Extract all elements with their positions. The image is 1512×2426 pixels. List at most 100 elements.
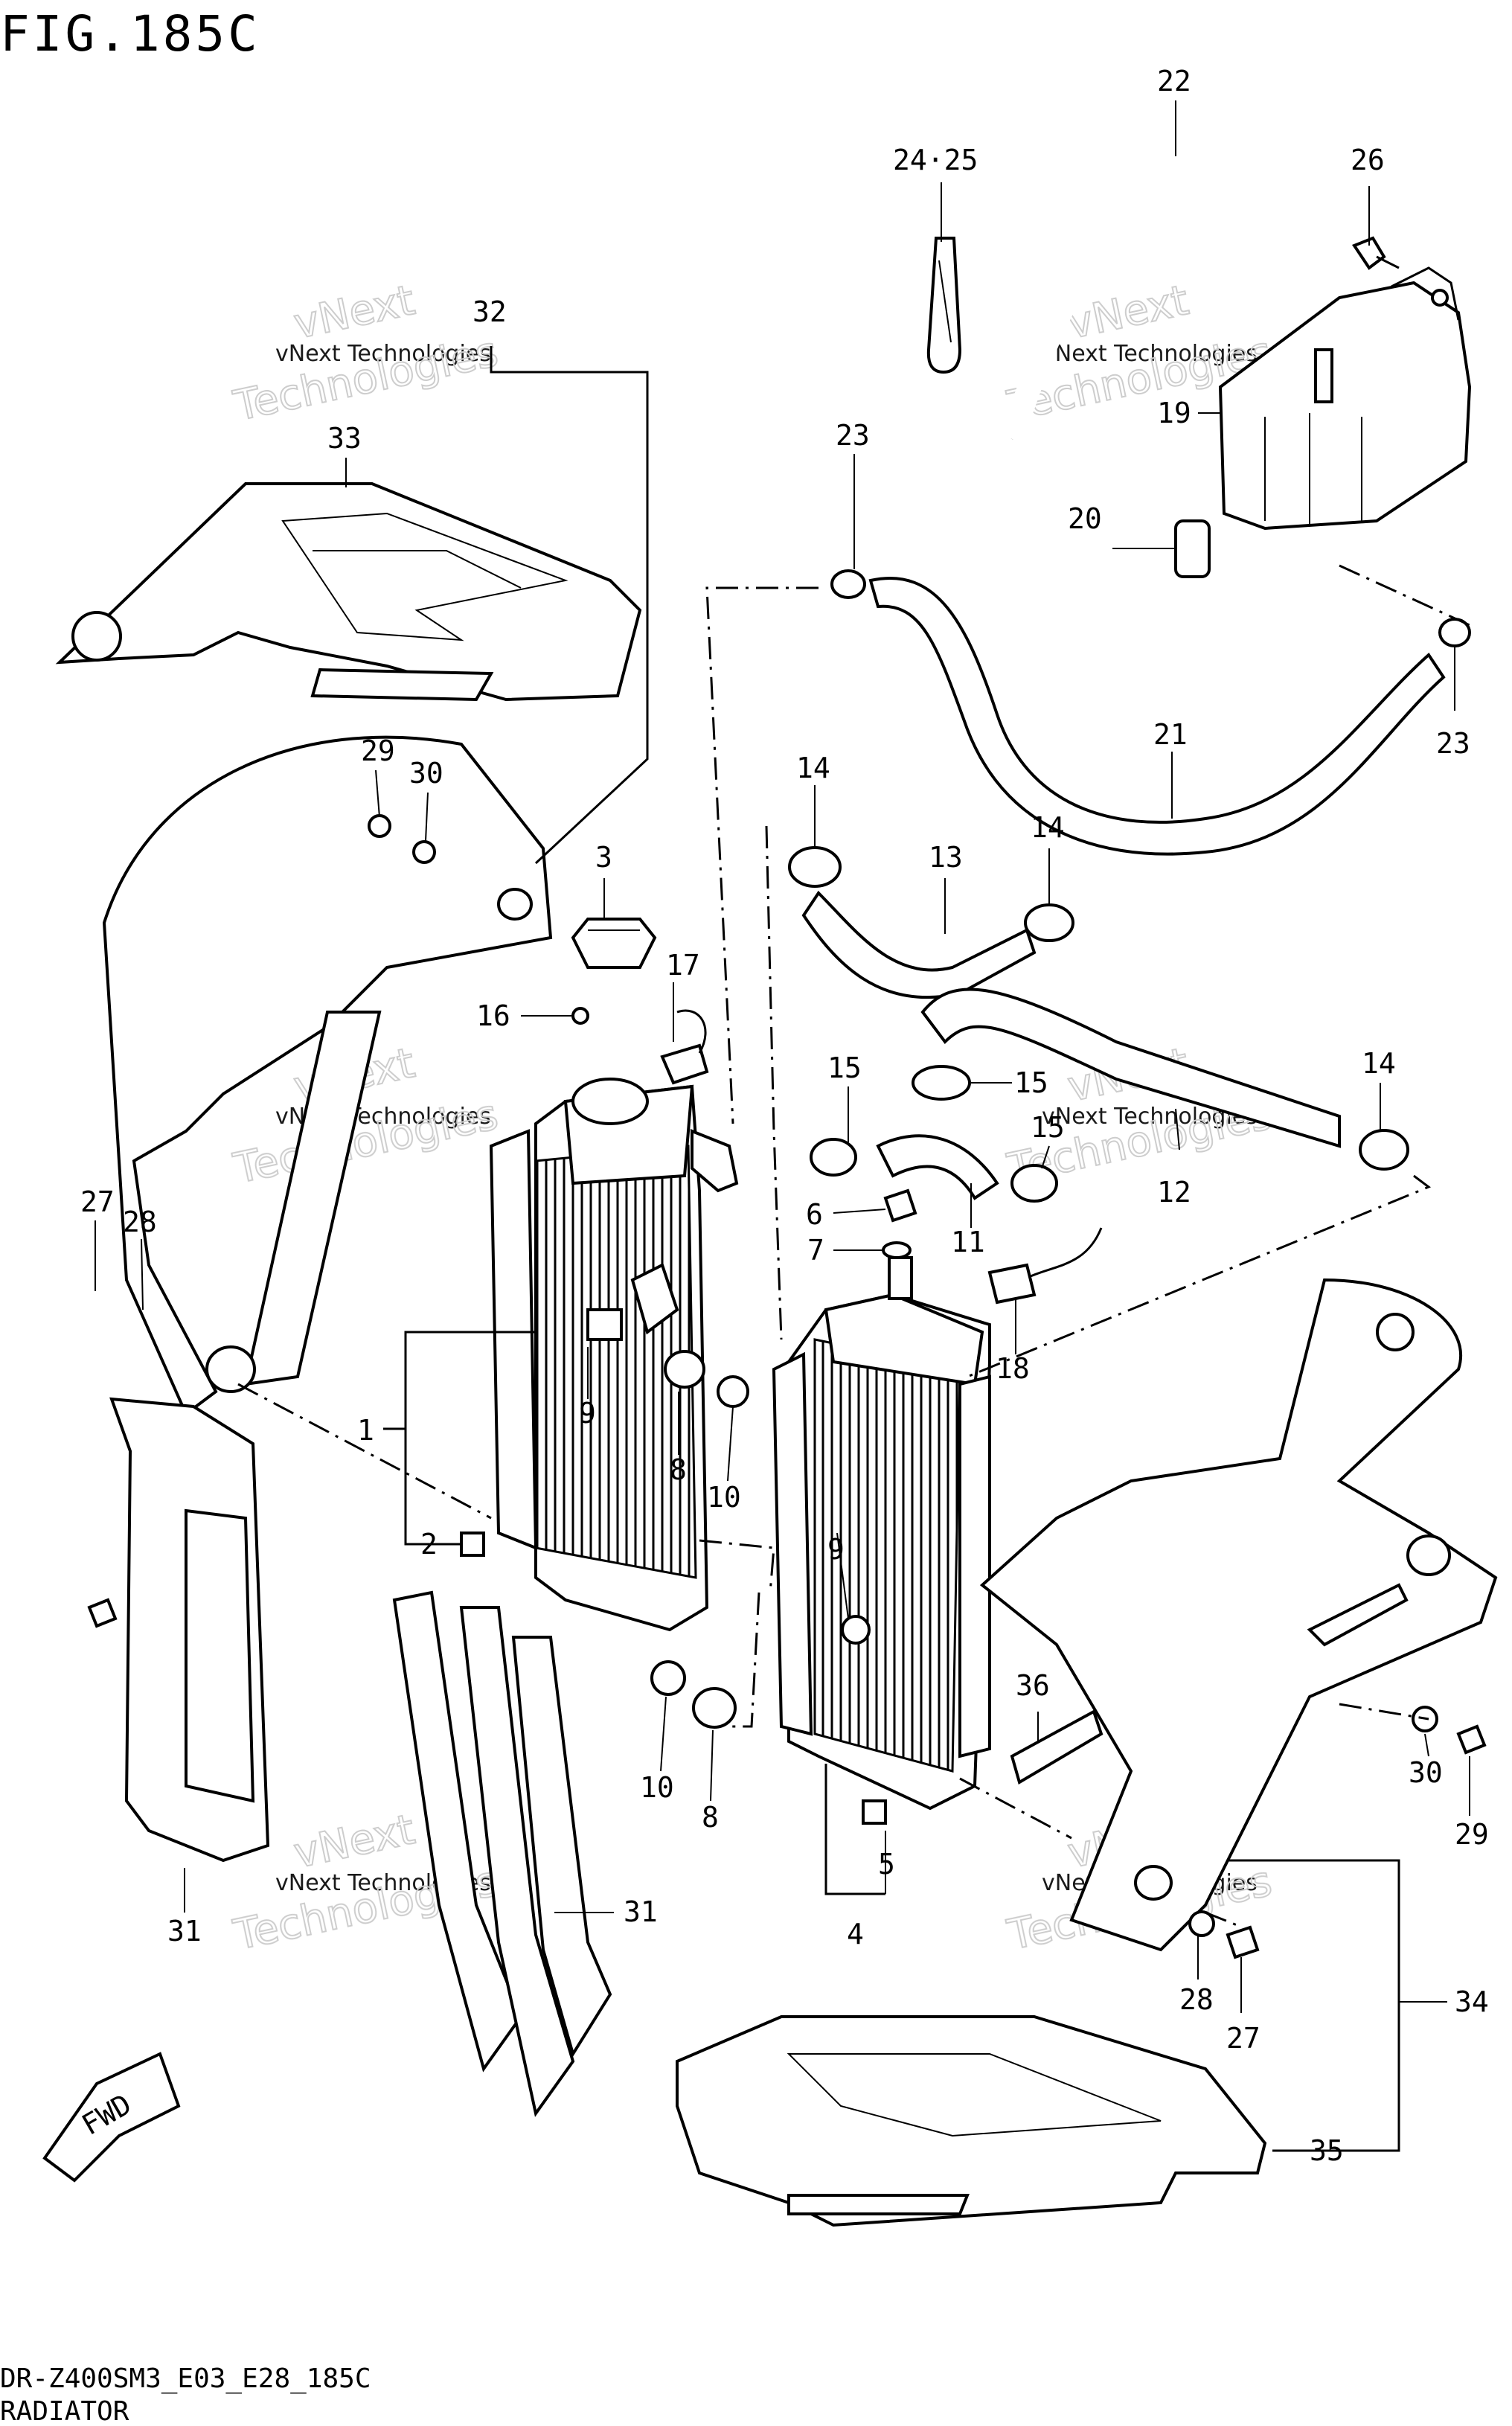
decal-logo-plate xyxy=(310,668,494,702)
leader-12 xyxy=(1175,1108,1180,1150)
right-collar-10 xyxy=(650,1660,686,1696)
hose-11 xyxy=(876,1134,999,1200)
callout-29a: 29 xyxy=(361,734,395,767)
decal-cutout xyxy=(71,611,122,662)
clamp-15-c xyxy=(1010,1164,1058,1203)
leader-30a xyxy=(425,792,429,842)
dash-lower-bracket xyxy=(729,1592,760,1728)
callout-24-25: 24·25 xyxy=(893,144,978,176)
hose-21 xyxy=(868,576,1446,856)
callout-23b: 23 xyxy=(1436,727,1470,760)
washer-30-upper xyxy=(412,840,436,864)
left-shroud-brace xyxy=(243,1011,382,1386)
callout-26: 26 xyxy=(1351,144,1385,176)
left-bolt-9 xyxy=(586,1308,623,1341)
dash-damper xyxy=(237,1383,492,1520)
leader-8b xyxy=(710,1729,714,1802)
clamp-14-c xyxy=(1359,1129,1409,1171)
leader-9b xyxy=(836,1532,849,1619)
leader-28a xyxy=(141,1238,144,1310)
callout-8a: 8 xyxy=(670,1453,687,1486)
clamp-14-a xyxy=(788,846,842,888)
dash-upper-hose xyxy=(765,825,783,1340)
callout-1: 1 xyxy=(357,1414,374,1447)
callout-32: 32 xyxy=(472,295,507,328)
callout-8b: 8 xyxy=(702,1801,719,1834)
watermark-big-9: vNext xyxy=(289,1805,419,1878)
dash-right-bolt xyxy=(1339,1703,1429,1721)
section-name: RADIATOR xyxy=(0,2396,129,2426)
watermark-text-2: vNext Technologies xyxy=(1042,341,1258,367)
figure-title: FIG.185C xyxy=(0,5,260,63)
callout-7: 7 xyxy=(807,1234,824,1267)
bolt-6 xyxy=(883,1188,917,1223)
sensor-18 xyxy=(987,1263,1037,1305)
right-shroud-frame xyxy=(979,1278,1498,1952)
right-decal-stripe xyxy=(787,2053,1162,2137)
leader-10a xyxy=(727,1406,734,1482)
strap-slot xyxy=(938,260,952,343)
sensor-17-wire xyxy=(676,1009,707,1054)
radiator-guard-left-inner xyxy=(185,1508,255,1803)
bolt-26-shank xyxy=(1376,255,1400,269)
callout-12: 12 xyxy=(1157,1176,1191,1209)
fwd-arrow xyxy=(42,2052,181,2183)
callout-22: 22 xyxy=(1157,65,1191,97)
right-decal-logo-plate xyxy=(787,2194,970,2215)
reservoir-filler-neck xyxy=(1314,348,1333,403)
callout-31a: 31 xyxy=(167,1915,202,1947)
callout-17: 17 xyxy=(666,949,700,982)
leader-10b xyxy=(660,1696,667,1772)
callout-20: 20 xyxy=(1068,502,1102,535)
callout-13: 13 xyxy=(929,841,963,874)
screw-16 xyxy=(571,1007,589,1025)
left-shroud-decal xyxy=(55,482,642,702)
left-collar-10 xyxy=(717,1375,749,1408)
callout-6: 6 xyxy=(806,1198,823,1231)
callout-14c: 14 xyxy=(1362,1047,1396,1080)
reservoir-bracket-hole xyxy=(1431,289,1449,307)
callout-2: 2 xyxy=(420,1528,438,1561)
right-shroud-grommet-mid xyxy=(1406,1534,1451,1576)
leader-32 xyxy=(490,346,649,865)
right-radiator-filler xyxy=(888,1256,913,1300)
dash-tank-to-clamp xyxy=(1339,564,1470,627)
callout-30a: 30 xyxy=(409,757,443,790)
callout-34: 34 xyxy=(1455,1985,1489,2018)
bolt-29-upper xyxy=(368,814,391,838)
left-radiator-mount-upper xyxy=(630,1263,679,1335)
sensor-18-wire xyxy=(1030,1227,1103,1278)
leader-6 xyxy=(833,1209,886,1214)
callout-16: 16 xyxy=(476,999,510,1032)
callout-14b: 14 xyxy=(1031,811,1065,844)
left-radiator-outlet xyxy=(691,1129,739,1193)
callout-10a: 10 xyxy=(707,1481,741,1514)
callout-4: 4 xyxy=(847,1918,864,1950)
dash-hose-21-to-radiator xyxy=(705,586,819,1124)
clip-5 xyxy=(862,1799,887,1825)
callout-10b: 10 xyxy=(640,1771,674,1804)
leader-30b xyxy=(1424,1733,1429,1757)
washer-28-lower xyxy=(1188,1910,1215,1937)
callout-3: 3 xyxy=(595,841,612,874)
washer-7 xyxy=(882,1241,912,1259)
callout-14a: 14 xyxy=(796,752,830,784)
callout-23a: 23 xyxy=(836,419,870,452)
clip-2 xyxy=(460,1532,485,1557)
right-radiator-side-bracket xyxy=(772,1351,813,1736)
radiator-guard-vane-3 xyxy=(511,1636,612,2058)
callout-15a: 15 xyxy=(827,1052,862,1084)
dash-bracket xyxy=(699,1539,775,1593)
dash-hose-12 xyxy=(967,1174,1432,1378)
bolt-26 xyxy=(1351,236,1386,270)
dash-lower-bolt xyxy=(1205,1911,1243,1929)
callout-9b: 9 xyxy=(827,1533,845,1566)
clamp-15-a xyxy=(912,1065,971,1101)
assembly-lines xyxy=(237,564,1470,1929)
callout-35: 35 xyxy=(1310,2134,1344,2167)
clamp-15-b xyxy=(810,1138,857,1177)
seal-strip-36 xyxy=(1010,1709,1103,1785)
callout-28a: 28 xyxy=(123,1206,157,1238)
overflow-hose-fill xyxy=(1000,142,1322,443)
dash-right-lower xyxy=(959,1777,1072,1840)
